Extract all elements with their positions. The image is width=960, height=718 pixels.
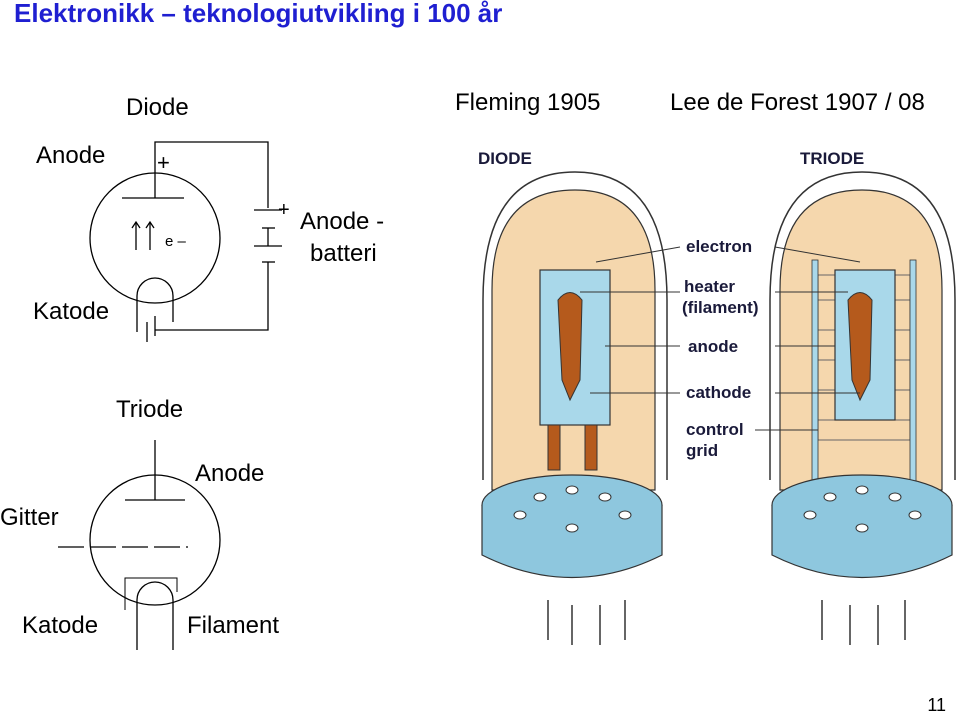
callout-filament: (filament) [682, 298, 759, 317]
fleming-label: Fleming 1905 [455, 89, 601, 116]
callout-control: control [686, 420, 744, 439]
battery-return-wire [155, 262, 269, 331]
diode-heater-filament [557, 292, 583, 402]
battery-label-line1: Anode - [300, 208, 385, 235]
slide-title: Elektronikk – teknologiutvikling i 100 å… [14, 0, 503, 28]
triode-cathode [124, 577, 178, 610]
diode-glass [482, 171, 668, 480]
diode-schematic [89, 141, 282, 342]
callout-heater: heater [684, 277, 735, 296]
diode-cathode-label: Katode [33, 298, 110, 325]
battery-label-line2: batteri [310, 240, 377, 267]
callout-electron: electron [686, 237, 752, 256]
triode-cathode-label: Katode [22, 612, 99, 639]
triode-heater-filament [847, 292, 873, 402]
page-number: 11 [927, 695, 946, 715]
triode-tube [769, 171, 956, 645]
diode-tube [481, 171, 668, 645]
battery-plus-sign: + [278, 199, 290, 221]
triode-illustration-title: TRIODE [800, 149, 864, 168]
triode-heading: Triode [116, 396, 184, 423]
triode-filament [136, 581, 174, 650]
electron-label: e – [165, 233, 187, 250]
triode-glass [769, 171, 956, 480]
diode-heading: Diode [126, 94, 189, 121]
tube-illustration [481, 171, 956, 645]
callout-cathode: cathode [686, 383, 751, 402]
callout-grid: grid [686, 441, 718, 460]
triode-grid-label: Gitter [0, 504, 59, 531]
diode-anode-label: Anode [36, 142, 106, 169]
forest-label: Lee de Forest 1907 / 08 [670, 89, 925, 116]
diode-anode-wire [154, 141, 269, 208]
triode-schematic [58, 440, 221, 650]
triode-anode-label: Anode [195, 460, 265, 487]
diode-plus-sign: + [157, 150, 170, 175]
diode-cathode-heater [136, 277, 174, 332]
callout-anode: anode [688, 337, 738, 356]
diode-illustration-title: DIODE [478, 149, 532, 168]
triode-filament-label: Filament [187, 612, 280, 639]
